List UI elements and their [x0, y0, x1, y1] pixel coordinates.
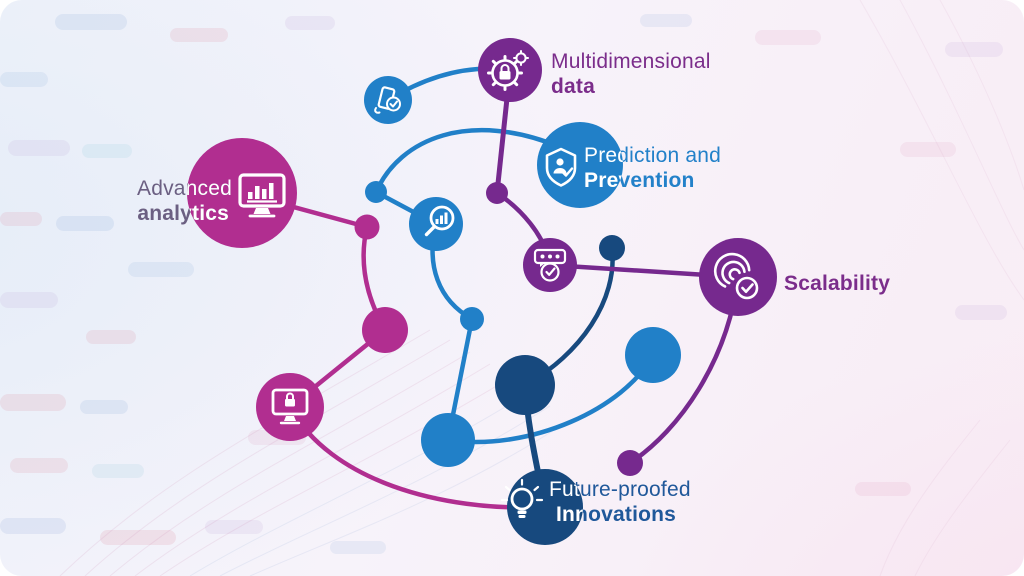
link-monitor-innovations [287, 404, 548, 510]
blue-circle-bottom [421, 413, 475, 467]
label-analytics-line2-knockout: analytics [137, 202, 229, 225]
link-dot-prediction [373, 127, 563, 195]
label-prediction-line2: Prevention [584, 169, 695, 192]
connector-dots [354, 181, 681, 476]
password-check-icon [533, 248, 567, 282]
node-secure-display [256, 373, 324, 441]
background-pills [0, 14, 1007, 554]
label-knockouts: Prediction and Prevention Advanced analy… [137, 144, 721, 526]
monitor-chart-icon [238, 173, 286, 218]
label-innovations-line1: Future-proofed [549, 478, 691, 501]
navy-circle [495, 355, 555, 415]
monitor-lock-icon [271, 388, 309, 425]
label-analytics-line1: Advanced [137, 177, 232, 200]
label-analytics-line2: analytics [137, 202, 229, 225]
label-multidimensional-line1: Multidimensional [551, 50, 711, 73]
magnifier-chart-icon [424, 205, 455, 237]
phone-check-icon [374, 86, 401, 114]
blue-dot-topleft [365, 181, 387, 203]
label-scalability: Scalability [784, 272, 890, 295]
connection-lines [239, 66, 741, 510]
label-multidimensional-line2: data [551, 75, 595, 98]
shield-user-check-icon [545, 147, 577, 187]
label-innovations-line2-knockout: Innovations [556, 503, 676, 526]
fingerprint-check-icon [713, 252, 751, 288]
lightbulb-icon [500, 478, 544, 518]
node-password-security [523, 238, 577, 292]
node-labels: Multidimensional data Prediction and Pre… [137, 50, 890, 526]
label-innovations-line2: Innovations [556, 503, 676, 526]
main-nodes [187, 38, 777, 545]
blue-dot-mid [460, 307, 484, 331]
label-innovations-line1-knockout: Future-proofed [549, 478, 691, 501]
label-prediction-line2-knockout: Prevention [584, 169, 695, 192]
node-scalability [699, 238, 777, 316]
label-analytics-line1-knockout: Advanced [137, 177, 232, 200]
label-prediction-line1-knockout: Prediction and [584, 144, 721, 167]
blue-circle-right [625, 327, 681, 383]
magenta-dot [354, 214, 380, 240]
fingerprint-check-badge [735, 276, 759, 300]
small-nodes [256, 76, 577, 441]
gear-lock-icon [487, 50, 529, 91]
magenta-circle [362, 307, 408, 353]
background-waves [59, 0, 1024, 576]
node-multidimensional-data [478, 38, 542, 102]
label-prediction-line1: Prediction and [584, 144, 721, 167]
navy-dot [599, 235, 625, 261]
node-future-proofed-innovations [507, 469, 583, 545]
purple-dot-top [486, 182, 508, 204]
node-prediction-prevention [537, 122, 623, 208]
purple-dot-bottom [617, 450, 643, 476]
node-advanced-analytics [187, 138, 297, 248]
